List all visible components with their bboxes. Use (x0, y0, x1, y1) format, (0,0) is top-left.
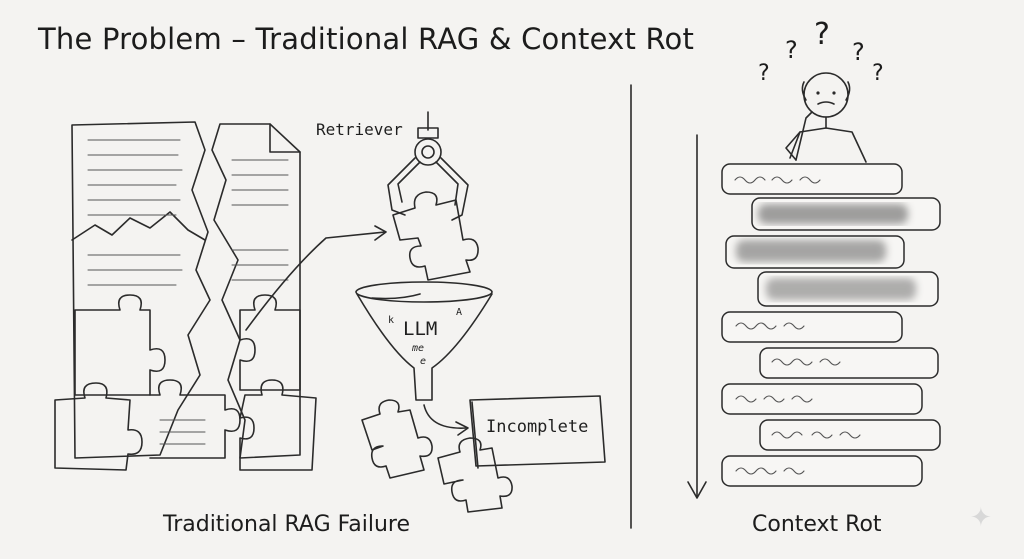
question-mark: ? (785, 36, 798, 64)
message-list (721, 163, 941, 487)
question-mark: ? (872, 61, 884, 86)
confused-person-icon (785, 72, 867, 163)
left-panel-caption: Traditional RAG Failure (163, 512, 411, 537)
retriever-label: Retriever (316, 120, 403, 139)
torn-document-icon (54, 121, 317, 471)
llm-mark-k: k (388, 315, 395, 326)
page-title: The Problem – Traditional RAG & Context … (38, 22, 695, 56)
llm-mark-a: A (456, 307, 463, 318)
question-mark: ? (852, 38, 865, 66)
llm-mark-me: me (412, 343, 425, 354)
message-bubble (721, 383, 923, 415)
incomplete-note (469, 395, 606, 467)
down-arrow-icon (687, 134, 707, 499)
incomplete-label: Incomplete (486, 417, 589, 437)
message-bubble (721, 455, 923, 487)
question-marks: ? ? ? ? ? (758, 17, 884, 86)
llm-mark-e: e (420, 356, 427, 367)
question-mark: ? (758, 61, 770, 86)
message-bubble (721, 163, 903, 195)
right-panel-caption: Context Rot (752, 512, 882, 537)
llm-label: LLM (403, 318, 438, 340)
funnel-icon (355, 281, 493, 401)
message-bubble-blurred (725, 235, 905, 269)
retrieval-arrow (245, 231, 386, 331)
puzzle-piece-icon (392, 191, 479, 281)
sparkle-icon: ✦ (970, 503, 992, 533)
message-bubble (759, 419, 941, 451)
output-arrow (423, 404, 467, 429)
puzzle-piece-icon (437, 437, 513, 513)
message-bubble (759, 347, 939, 379)
question-mark: ? (814, 17, 830, 52)
document-text-lines (87, 139, 289, 445)
message-bubble-blurred (751, 197, 941, 231)
message-bubble (721, 311, 903, 343)
message-bubble-blurred (757, 271, 939, 307)
puzzle-piece-icon (361, 399, 433, 479)
